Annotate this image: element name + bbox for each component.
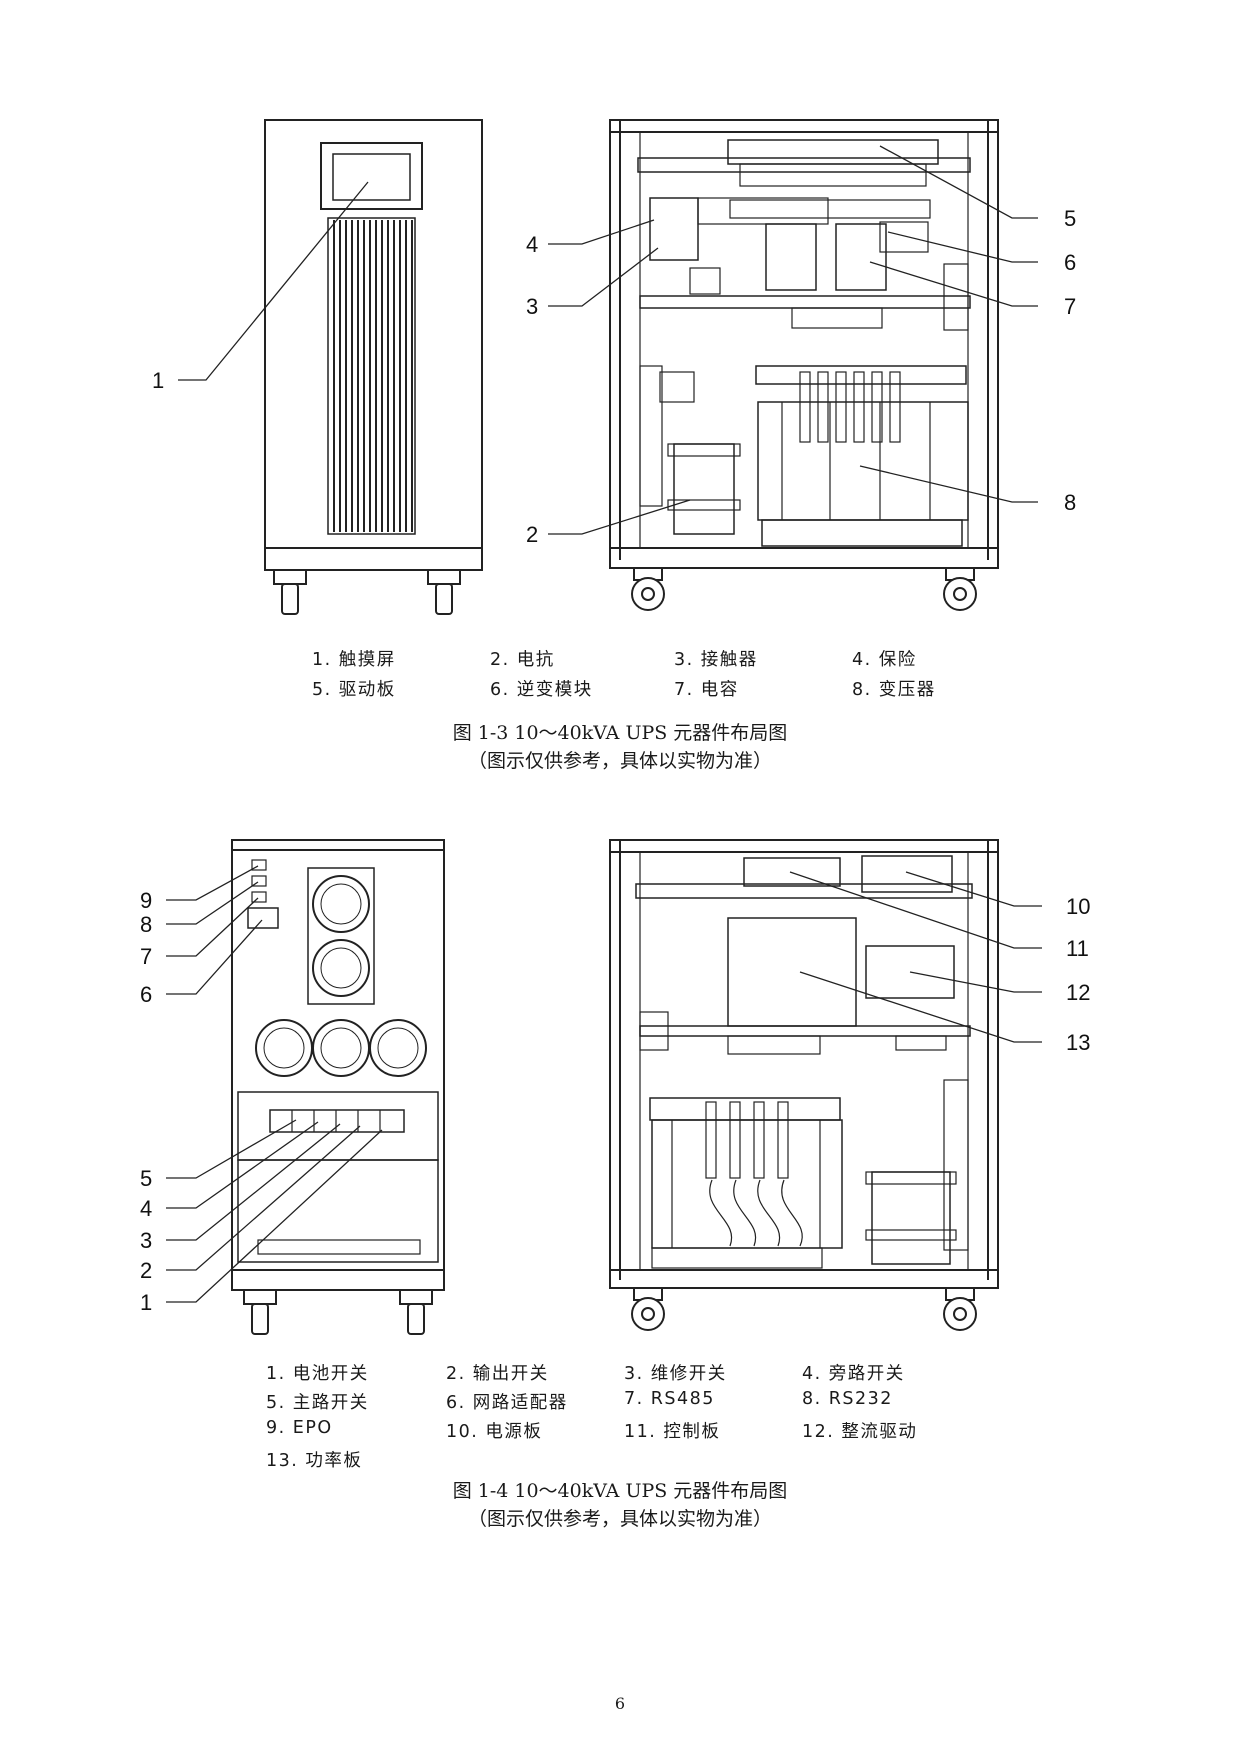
callout-4: 4 bbox=[526, 232, 538, 257]
legend-item: 8. 变压器 bbox=[852, 680, 936, 700]
legend-item: 4. 旁路开关 bbox=[802, 1364, 905, 1384]
callout-3: 3 bbox=[526, 294, 538, 319]
callout-8: 8 bbox=[140, 912, 152, 937]
legend-item: 5. 主路开关 bbox=[266, 1393, 369, 1413]
legend-item: 6. 逆变模块 bbox=[490, 680, 593, 700]
legend-item: 1. 电池开关 bbox=[266, 1364, 369, 1384]
callout-12: 12 bbox=[1066, 980, 1090, 1005]
callout-1: 1 bbox=[140, 1290, 152, 1315]
callout-5: 5 bbox=[1064, 206, 1076, 231]
callout-4: 4 bbox=[140, 1196, 152, 1221]
callout-7: 7 bbox=[1064, 294, 1076, 319]
figure-1-4-drawing: 9 8 7 6 5 4 3 2 1 10 11 12 13 bbox=[140, 839, 1090, 1335]
legend-item: 3. 接触器 bbox=[674, 650, 758, 670]
legend-item: 13. 功率板 bbox=[266, 1451, 363, 1471]
figure-1-4-subcaption: （图示仅供参考，具体以实物为准） bbox=[467, 1508, 772, 1530]
callout-13: 13 bbox=[1066, 1030, 1090, 1055]
callout-5: 5 bbox=[140, 1166, 152, 1191]
legend-item: 2. 电抗 bbox=[490, 650, 555, 670]
callout-6: 6 bbox=[1064, 250, 1076, 275]
legend-item: 6. 网路适配器 bbox=[446, 1393, 568, 1413]
callout-7: 7 bbox=[140, 944, 152, 969]
figure-1-4-caption: 图 1-4 10～40kVA UPS 元器件布局图 bbox=[452, 1480, 788, 1502]
legend-item: 9. EPO bbox=[266, 1418, 333, 1438]
legend-item: 7. 电容 bbox=[674, 680, 739, 700]
figure-1-3-subcaption: （图示仅供参考，具体以实物为准） bbox=[467, 750, 772, 772]
callout-10: 10 bbox=[1066, 894, 1090, 919]
callout-8: 8 bbox=[1064, 490, 1076, 515]
callout-1: 1 bbox=[152, 368, 164, 393]
callout-3: 3 bbox=[140, 1228, 152, 1253]
legend-item: 3. 维修开关 bbox=[624, 1364, 727, 1384]
legend-item: 2. 输出开关 bbox=[446, 1364, 549, 1384]
callout-2: 2 bbox=[526, 522, 538, 547]
legend-item: 4. 保险 bbox=[852, 650, 917, 670]
callout-2: 2 bbox=[140, 1258, 152, 1283]
figure-1-4: 9 8 7 6 5 4 3 2 1 10 11 12 13 bbox=[0, 780, 1240, 1380]
figure-1-3-caption: 图 1-3 10～40kVA UPS 元器件布局图 bbox=[452, 722, 788, 744]
figure-1-3: 1 2 3 4 5 6 7 8 1. 触摸屏 2. 电抗 3. 接触器 4. 保… bbox=[0, 0, 1240, 700]
page-number: 6 bbox=[614, 1694, 626, 1713]
legend-item: 10. 电源板 bbox=[446, 1422, 543, 1442]
callout-9: 9 bbox=[140, 888, 152, 913]
callout-11: 11 bbox=[1066, 936, 1089, 961]
callout-6: 6 bbox=[140, 982, 152, 1007]
legend-item: 12. 整流驱动 bbox=[802, 1422, 918, 1442]
legend-item: 5. 驱动板 bbox=[312, 680, 396, 700]
legend-item: 7. RS485 bbox=[624, 1389, 715, 1409]
legend-item: 1. 触摸屏 bbox=[312, 650, 396, 670]
legend-item: 8. RS232 bbox=[802, 1389, 893, 1409]
figure-1-3-drawing: 1 2 3 4 5 6 7 8 bbox=[152, 119, 1076, 615]
legend-item: 11. 控制板 bbox=[624, 1422, 721, 1442]
